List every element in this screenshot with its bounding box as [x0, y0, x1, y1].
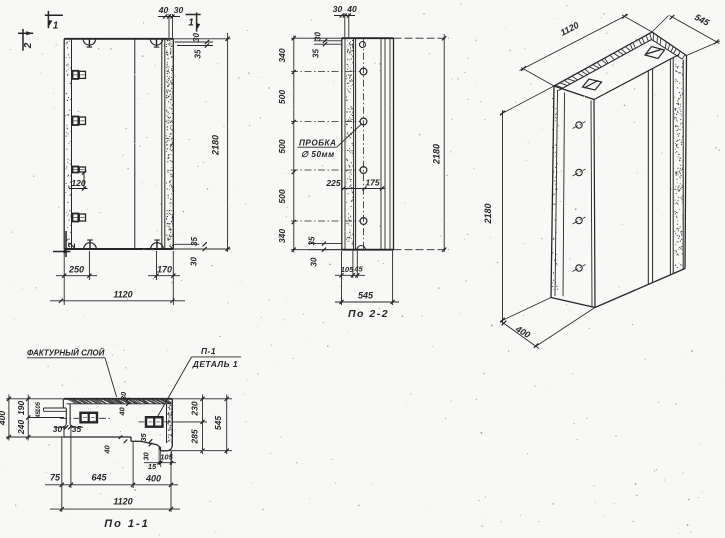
svg-text:545: 545 [213, 416, 223, 430]
svg-text:400: 400 [0, 411, 7, 426]
svg-text:500: 500 [277, 139, 287, 153]
svg-text:35: 35 [190, 237, 199, 246]
svg-text:645: 645 [91, 473, 107, 483]
svg-text:35: 35 [139, 433, 148, 442]
svg-text:1120: 1120 [113, 290, 132, 300]
svg-text:2: 2 [23, 42, 34, 49]
svg-text:45: 45 [353, 264, 363, 273]
svg-text:340: 340 [277, 48, 287, 62]
svg-text:ФАКТУРНЫЙ СЛОЙ: ФАКТУРНЫЙ СЛОЙ [27, 349, 105, 358]
svg-text:ПРОБКА: ПРОБКА [299, 139, 336, 148]
svg-text:30: 30 [174, 5, 184, 15]
svg-text:170: 170 [157, 265, 172, 275]
svg-text:545: 545 [358, 291, 374, 301]
svg-text:2180: 2180 [211, 135, 221, 156]
svg-text:1: 1 [53, 21, 59, 32]
svg-text:285: 285 [190, 429, 200, 444]
svg-text:40: 40 [118, 407, 127, 417]
svg-text:105: 105 [160, 453, 173, 462]
svg-text:240: 240 [16, 420, 26, 435]
svg-text:105: 105 [36, 401, 42, 412]
svg-text:1: 1 [188, 18, 194, 29]
svg-text:30: 30 [142, 452, 151, 461]
svg-text:30: 30 [192, 33, 201, 42]
svg-text:500: 500 [277, 189, 287, 203]
svg-text:1120: 1120 [113, 497, 132, 507]
svg-text:30: 30 [53, 424, 63, 434]
svg-text:ДЕТАЛЬ 1: ДЕТАЛЬ 1 [192, 359, 238, 369]
svg-text:35: 35 [312, 49, 321, 58]
svg-text:40: 40 [103, 445, 112, 455]
svg-text:175: 175 [365, 178, 379, 188]
svg-text:400: 400 [145, 474, 161, 484]
svg-text:30: 30 [310, 257, 319, 266]
svg-text:45: 45 [36, 411, 42, 419]
svg-text:35: 35 [308, 236, 317, 245]
svg-text:75: 75 [50, 473, 61, 483]
svg-text:30: 30 [333, 4, 343, 14]
svg-text:105: 105 [341, 265, 354, 274]
svg-text:230: 230 [190, 401, 200, 416]
svg-text:190: 190 [16, 401, 26, 415]
svg-text:2180: 2180 [432, 144, 442, 165]
svg-text:30: 30 [190, 257, 199, 266]
svg-text:15: 15 [148, 462, 157, 471]
svg-text:40: 40 [158, 5, 169, 15]
svg-text:2: 2 [67, 242, 78, 249]
svg-text:По 2-2: По 2-2 [348, 308, 389, 320]
svg-text:35: 35 [72, 424, 82, 434]
svg-text:225: 225 [325, 178, 340, 188]
svg-text:35: 35 [194, 49, 203, 58]
svg-text:∅ 50мм: ∅ 50мм [301, 150, 335, 159]
svg-text:250: 250 [68, 265, 84, 275]
svg-text:30: 30 [314, 32, 323, 41]
svg-text:2180: 2180 [483, 203, 493, 224]
svg-text:П-1: П-1 [201, 346, 216, 356]
svg-text:По 1-1: По 1-1 [104, 518, 150, 530]
svg-text:500: 500 [277, 90, 287, 104]
svg-text:30: 30 [119, 391, 128, 400]
svg-text:120: 120 [71, 178, 85, 188]
svg-text:340: 340 [277, 229, 287, 243]
svg-text:40: 40 [346, 4, 357, 14]
